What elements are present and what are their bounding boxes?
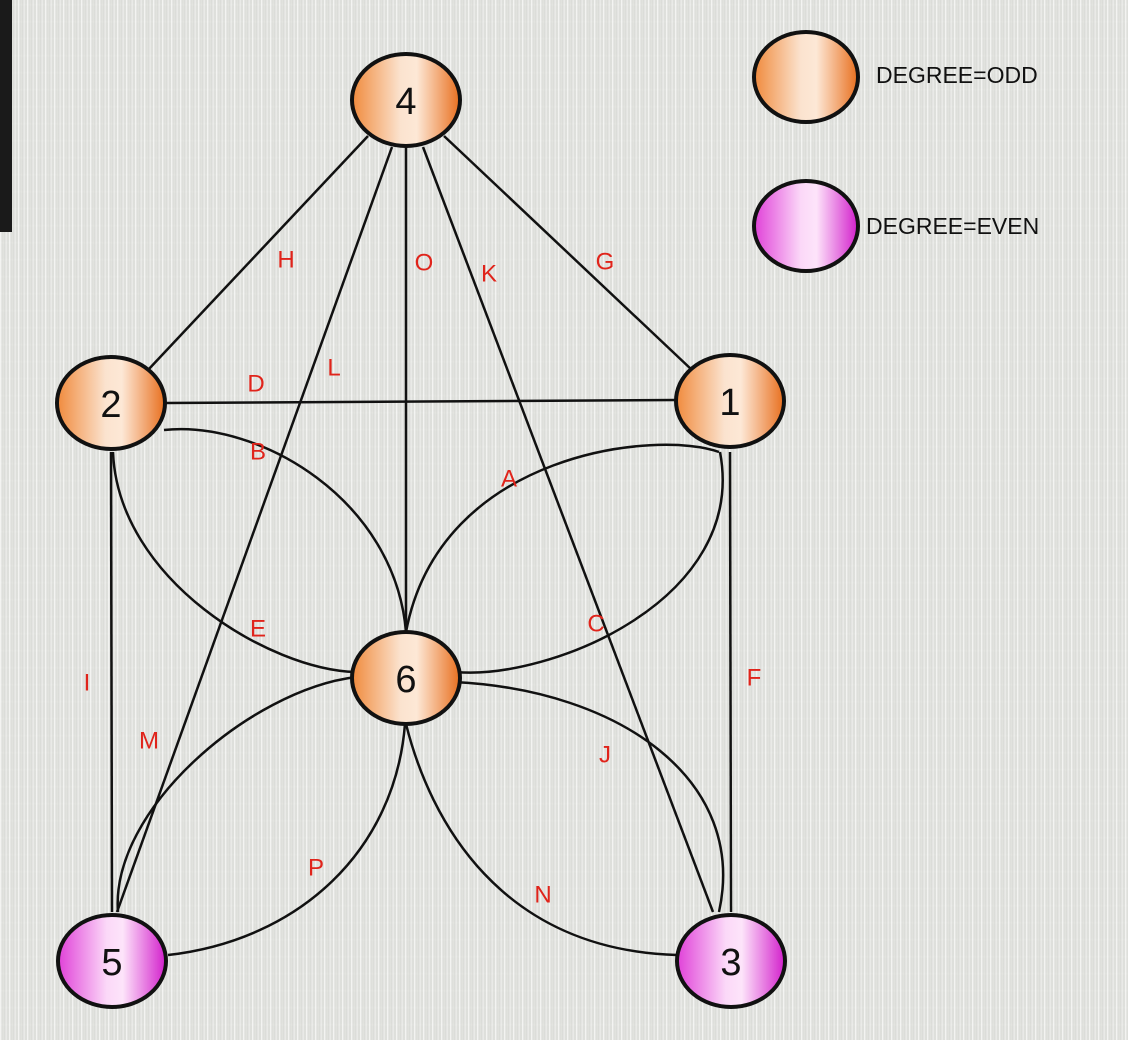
node-label-2: 2 <box>100 384 121 426</box>
node-label-6: 6 <box>395 659 416 701</box>
legend: DEGREE=ODD DEGREE=EVEN <box>752 30 1039 273</box>
edge-labels-layer: A B C D E F G H I J K L M N O P <box>84 247 762 909</box>
edge-b <box>163 427 408 633</box>
edge-label-n: N <box>534 882 551 909</box>
node-4: 4 <box>350 52 462 148</box>
node-circle-1 <box>674 353 786 449</box>
edge-a <box>404 443 720 633</box>
edge-d <box>164 398 677 405</box>
node-circle-3 <box>675 913 787 1009</box>
legend-swatch-even <box>752 179 860 273</box>
edge-f <box>728 451 733 913</box>
node-label-5: 5 <box>101 942 122 984</box>
node-3: 3 <box>675 913 787 1009</box>
edge-label-c: C <box>587 611 604 638</box>
legend-item-even: DEGREE=EVEN <box>752 179 1039 273</box>
edge-label-h: H <box>277 247 294 274</box>
node-circle-4 <box>350 52 462 148</box>
edge-l <box>115 146 394 913</box>
edge-label-g: G <box>596 249 615 276</box>
legend-label-odd: DEGREE=ODD <box>876 62 1038 88</box>
edges-layer <box>109 135 733 957</box>
legend-label-even: DEGREE=EVEN <box>866 213 1039 239</box>
edge-label-a: A <box>501 466 517 493</box>
node-2: 2 <box>55 355 167 451</box>
edge-label-e: E <box>250 616 266 643</box>
left-edge-strip <box>0 0 12 232</box>
edge-label-f: F <box>747 665 762 692</box>
edge-label-d: D <box>247 371 264 398</box>
edge-i <box>109 451 114 913</box>
node-circle-2 <box>55 355 167 451</box>
edge-p <box>167 723 407 957</box>
node-5: 5 <box>56 913 168 1009</box>
node-6: 6 <box>350 630 462 726</box>
edge-label-o: O <box>415 250 434 277</box>
node-1: 1 <box>674 353 786 449</box>
edge-n <box>404 723 678 957</box>
edge-g <box>443 135 693 371</box>
edge-h <box>147 135 369 371</box>
node-circle-6 <box>350 630 462 726</box>
node-label-1: 1 <box>719 382 740 424</box>
edge-m <box>116 675 357 913</box>
node-label-3: 3 <box>720 942 741 984</box>
edge-label-l: L <box>327 355 340 382</box>
node-label-4: 4 <box>395 81 416 123</box>
edge-label-i: I <box>84 670 91 697</box>
edge-j <box>453 680 725 913</box>
edge-label-k: K <box>481 261 497 288</box>
node-circle-5 <box>56 913 168 1009</box>
legend-item-odd: DEGREE=ODD <box>752 30 1038 124</box>
legend-swatch-odd <box>752 30 860 124</box>
edge-label-b: B <box>250 439 266 466</box>
edge-label-m: M <box>139 728 159 755</box>
edge-c <box>455 451 724 674</box>
edge-k <box>421 146 715 913</box>
edge-label-j: J <box>599 742 611 769</box>
edge-e <box>111 451 357 674</box>
nodes-layer: 1 2 3 4 5 6 <box>55 52 787 1009</box>
edge-label-p: P <box>308 855 324 882</box>
